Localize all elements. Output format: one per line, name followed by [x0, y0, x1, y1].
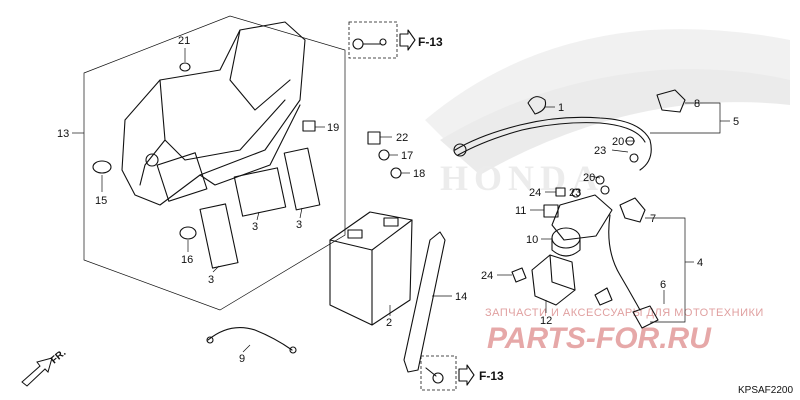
callout-4: 4	[697, 257, 703, 269]
nuts-20-23	[571, 136, 639, 198]
fuse-holder	[551, 194, 613, 241]
grommet-21	[179, 62, 191, 72]
callout-13: 13	[57, 128, 69, 140]
callouts: 1 2 3 3 3 4 5 6 7 8 9 10 11 12 13 14 15 …	[57, 35, 739, 365]
callout-21: 21	[178, 35, 190, 47]
callout-11: 11	[515, 205, 526, 217]
callout-3-center: 3	[252, 221, 258, 233]
rubber-pad-center	[233, 167, 287, 217]
battery-box	[121, 21, 306, 206]
front-direction-arrow: FR.	[21, 347, 69, 387]
rubber-pad-right	[283, 147, 321, 211]
leader-lines	[72, 48, 730, 353]
fastener-22	[367, 131, 381, 145]
callout-24-bottom: 24	[481, 270, 493, 282]
watermark-logo: PARTS-FOR.RU	[487, 322, 712, 355]
fastener-18	[390, 167, 402, 179]
diagram-code: KPSAF2200	[738, 385, 793, 396]
fastener-17	[378, 149, 390, 161]
ref-box-top: F-13	[348, 21, 443, 59]
direction-label: FR.	[49, 347, 69, 366]
rubber-pad-left	[199, 203, 239, 269]
cover-8	[656, 89, 686, 113]
callout-5: 5	[733, 116, 739, 128]
battery	[329, 211, 413, 326]
cover-7	[619, 197, 646, 223]
callout-9: 9	[239, 353, 245, 365]
callout-23-top: 23	[594, 145, 606, 157]
callout-6: 6	[660, 279, 666, 291]
battery-cable	[207, 327, 293, 351]
ref-label-top: F-13	[418, 35, 443, 49]
callout-14: 14	[455, 291, 467, 303]
callout-3-right: 3	[296, 219, 302, 231]
callout-7: 7	[650, 213, 656, 225]
switch-12	[531, 254, 576, 306]
callout-20-bottom: 20	[583, 172, 595, 184]
grommet-15	[92, 160, 112, 174]
clip-24-bottom	[511, 267, 527, 283]
callout-3-left: 3	[208, 274, 214, 286]
callout-1: 1	[558, 102, 564, 114]
clip-19	[302, 120, 316, 132]
callout-22: 22	[396, 132, 408, 144]
callout-10: 10	[526, 234, 538, 246]
ref-label-bottom: F-13	[479, 369, 504, 383]
bolt-f13-top	[352, 38, 387, 50]
bolt-f13-bottom	[425, 367, 444, 384]
honda-brand-text: HONDA	[440, 158, 604, 198]
clip-11	[543, 204, 559, 218]
callout-12: 12	[540, 315, 552, 327]
callout-2: 2	[386, 317, 392, 329]
honda-wing-watermark: HONDA	[425, 29, 790, 198]
site-watermark: ЗАПЧАСТИ И АКСЕССУАРЫ ДЛЯ МОТОТЕХНИКИ PA…	[485, 307, 764, 355]
callout-16: 16	[181, 254, 193, 266]
group-outline-13	[83, 15, 346, 311]
relay-10	[551, 227, 581, 257]
grommet-16	[179, 226, 197, 240]
watermark-caption: ЗАПЧАСТИ И АКСЕССУАРЫ ДЛЯ МОТОТЕХНИКИ	[485, 307, 764, 319]
battery-stay	[403, 231, 446, 373]
callout-24-top: 24	[529, 187, 541, 199]
wire-4	[594, 214, 659, 329]
callout-18: 18	[413, 168, 425, 180]
callout-17: 17	[401, 150, 413, 162]
wire-harness	[453, 96, 652, 171]
callout-15: 15	[95, 195, 107, 207]
callout-19: 19	[327, 122, 339, 134]
callout-20-top: 20	[612, 136, 624, 148]
callout-23-bottom: 23	[569, 187, 581, 199]
callout-8: 8	[694, 98, 700, 110]
ref-box-bottom: F-13	[420, 355, 504, 391]
